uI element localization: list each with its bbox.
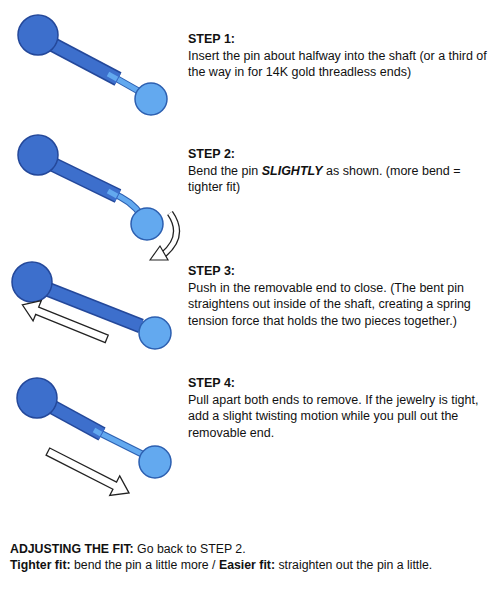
step-heading: STEP 3: bbox=[188, 264, 235, 278]
text-line: Bend the pinSLIGHTLYas shown. (more bend… bbox=[188, 163, 488, 196]
step-text: Pull apart both ends to remove. If the j… bbox=[188, 393, 478, 440]
step-text: Bend the pin bbox=[188, 164, 258, 178]
text-block: STEP 3: Push in the removable end to clos… bbox=[188, 263, 488, 329]
step-heading: STEP 4: bbox=[188, 376, 235, 390]
step-text: Insert the pin about halfway into the sh… bbox=[188, 49, 487, 80]
text-line: STEP 3: bbox=[188, 263, 488, 280]
step-heading: STEP 1: bbox=[188, 32, 235, 46]
fit-label: Easier fit: bbox=[219, 558, 275, 572]
step1-figure bbox=[18, 15, 167, 115]
text-line: STEP 2: bbox=[188, 146, 488, 163]
adjust-text: straighten out the pin a little. bbox=[278, 558, 432, 572]
step-heading: STEP 2: bbox=[188, 147, 235, 161]
step-text: Push in the removable end to close. (The… bbox=[188, 281, 471, 328]
text-line: ADJUSTING THE FIT:Go back to STEP 2. bbox=[10, 541, 495, 557]
step2-figure bbox=[18, 135, 177, 260]
adjust-text: bend the pin a little more / bbox=[74, 558, 216, 572]
adjust-text: Go back to STEP 2. bbox=[137, 542, 245, 556]
text-block: STEP 4: Pull apart both ends to remove. I… bbox=[188, 375, 488, 441]
fit-label: Tighter fit: bbox=[10, 558, 71, 572]
step3-figure bbox=[12, 262, 171, 349]
text-line: Push in the removable end to close. (The… bbox=[188, 280, 488, 330]
emphasis-text: SLIGHTLY bbox=[262, 164, 323, 178]
text-line: Insert the pin about halfway into the sh… bbox=[188, 48, 488, 81]
text-line: Pull apart both ends to remove. If the j… bbox=[188, 392, 488, 442]
text-line: STEP 1: bbox=[188, 31, 488, 48]
adjust-heading: ADJUSTING THE FIT: bbox=[10, 542, 134, 556]
text-line: Tighter fit:bend the pin a little more /… bbox=[10, 557, 495, 573]
text-block: STEP 2:Bend the pinSLIGHTLYas shown. (mo… bbox=[188, 146, 488, 196]
text-line: STEP 4: bbox=[188, 375, 488, 392]
text-block: STEP 1: Insert the pin about halfway into… bbox=[188, 31, 488, 81]
step4-figure bbox=[17, 378, 171, 503]
text-block: ADJUSTING THE FIT:Go back to STEP 2.Tigh… bbox=[10, 541, 495, 573]
